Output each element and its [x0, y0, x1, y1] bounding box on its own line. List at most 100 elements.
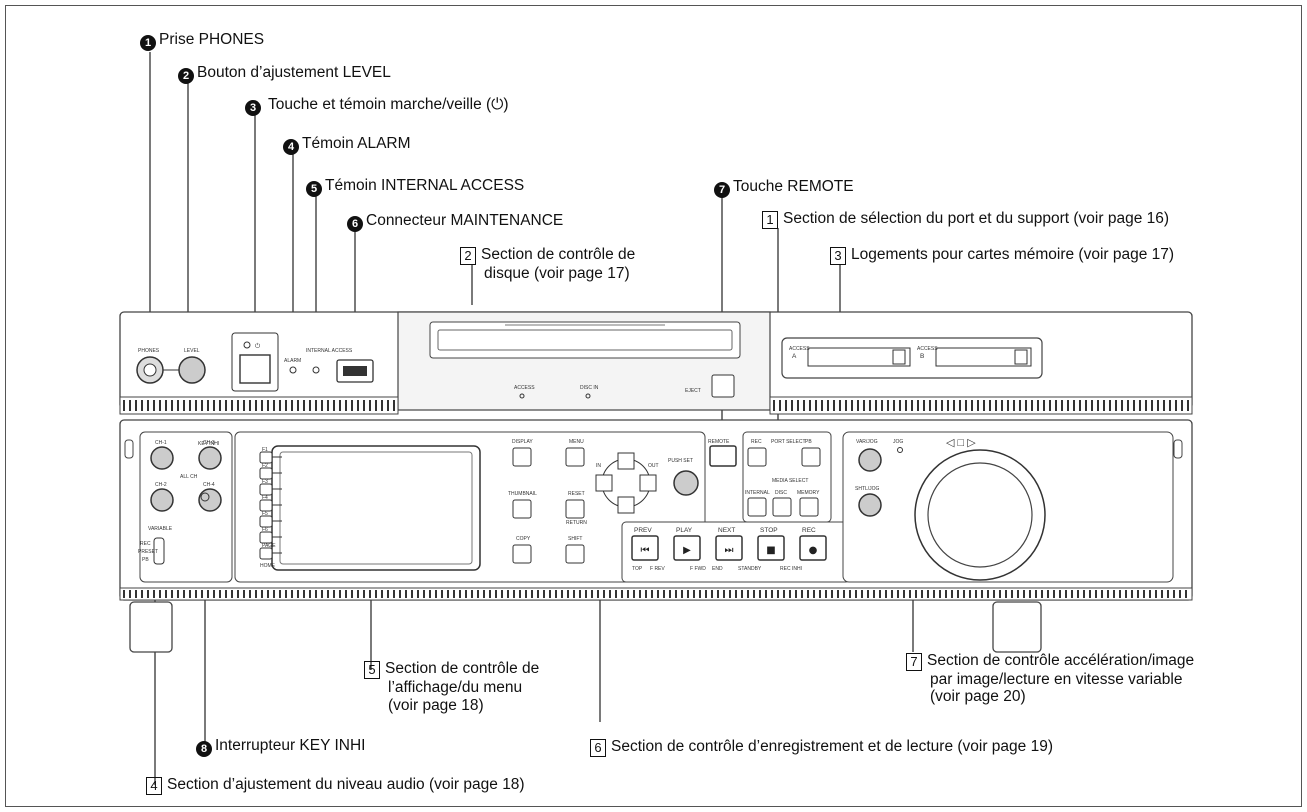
label-transport-sub-0: TOP — [632, 566, 643, 572]
label-ch4: CH-4 — [203, 482, 215, 488]
eject-button[interactable] — [711, 374, 735, 398]
prev-button[interactable] — [631, 535, 659, 561]
prev-icon: ⏮ — [641, 545, 650, 556]
label-variable: VARIABLE — [148, 526, 173, 532]
label-thumbnail: THUMBNAIL — [508, 491, 537, 497]
label-port-rec: REC — [751, 439, 762, 445]
port-rec-button[interactable] — [747, 447, 767, 467]
label-transport-sub-4: STANDBY — [738, 566, 762, 572]
power-button[interactable] — [239, 354, 271, 384]
shift-button[interactable] — [565, 544, 585, 564]
label-display: DISPLAY — [512, 439, 533, 445]
remote-button[interactable] — [709, 445, 737, 467]
fkey-f3-button[interactable] — [259, 483, 273, 496]
label-slot-a: A — [792, 353, 797, 360]
disc-button[interactable] — [772, 497, 792, 517]
play-icon: ▶ — [683, 545, 691, 556]
label-phones: PHONES — [138, 348, 160, 354]
rec-icon: ● — [809, 545, 818, 556]
label-f1: F1 — [262, 447, 268, 453]
label-ch2: CH-2 — [155, 482, 167, 488]
label-return: RETURN — [566, 520, 587, 526]
fkey-page-button[interactable] — [259, 547, 273, 560]
label-prev: PREV — [634, 527, 652, 534]
label-menu: MENU — [569, 439, 584, 445]
reset-button[interactable] — [565, 499, 585, 519]
label-jog: JOG — [893, 439, 903, 445]
label-all-ch: ALL CH — [180, 474, 198, 480]
label-transport-sub-5: REC INHI — [780, 566, 802, 572]
next-icon: ⏭ — [725, 545, 734, 556]
label-transport-sub-3: END — [712, 566, 723, 572]
chassis-top: PHONES LEVEL ⏻ ALARM INTERNAL ACCESS ACC… — [119, 311, 1193, 411]
label-internal: INTERNAL — [745, 490, 770, 496]
fkey-f4-button[interactable] — [259, 499, 273, 512]
vent-top — [119, 396, 1193, 415]
thumbnail-button[interactable] — [512, 499, 532, 519]
label-remote: REMOTE — [708, 439, 730, 445]
label-ch3: CH-3 — [203, 440, 215, 446]
stop-icon: ■ — [766, 545, 775, 556]
stop-button[interactable] — [757, 535, 785, 561]
label-disc: DISC — [775, 490, 787, 496]
display-button[interactable] — [512, 447, 532, 467]
label-f2: F2 — [262, 463, 268, 469]
label-port-pb: PB — [805, 439, 812, 445]
rec-button[interactable] — [799, 535, 827, 561]
label-disc-in: DISC IN — [580, 385, 599, 391]
copy-button[interactable] — [512, 544, 532, 564]
label-push-set: PUSH SET — [668, 458, 693, 464]
port-pb-button[interactable] — [801, 447, 821, 467]
label-f4: F4 — [262, 495, 268, 501]
label-key-inhi: KEY INHI — [198, 441, 219, 447]
fkey-f6-button[interactable] — [259, 531, 273, 544]
audio-section: CH-1 CH-3 CH-2 CH-4 ALL CH VARIABLE REC … — [138, 431, 233, 583]
left-arrow-button[interactable] — [595, 474, 613, 492]
jog-section: VAR/JOG JOG SHTL/JOG ◁ □ ▷ — [842, 431, 1174, 583]
label-in: IN — [596, 463, 601, 469]
menu-button[interactable] — [565, 447, 585, 467]
label-ch1: CH-1 — [155, 440, 167, 446]
port-media-section: REMOTE REC PORT SELECT PB MEDIA SELECT I… — [708, 431, 832, 523]
fkey-f2-button[interactable] — [259, 467, 273, 480]
label-access-a: ACCESS — [789, 346, 810, 352]
internal-button[interactable] — [747, 497, 767, 517]
memory-slot-b[interactable] — [935, 347, 1032, 367]
label-slot-b: B — [920, 353, 924, 360]
shtl-jog-knob[interactable] — [858, 493, 882, 517]
label-eject: EJECT — [685, 388, 701, 394]
push-set-knob[interactable] — [673, 470, 699, 496]
right-arrow-button[interactable] — [639, 474, 657, 492]
svg-text:⏻: ⏻ — [255, 343, 260, 350]
memory-slot-a[interactable] — [807, 347, 911, 367]
label-rec: REC — [802, 527, 816, 534]
label-copy: COPY — [516, 536, 531, 542]
label-page: PAGE — [262, 543, 276, 549]
fkey-f5-button[interactable] — [259, 515, 273, 528]
next-button[interactable] — [715, 535, 743, 561]
label-memory: MEMORY — [797, 490, 820, 496]
label-var-jog: VAR/JOG — [856, 439, 878, 445]
down-arrow-button[interactable] — [617, 496, 635, 514]
label-stop: STOP — [760, 527, 778, 534]
up-arrow-button[interactable] — [617, 452, 635, 470]
label-play: PLAY — [676, 527, 693, 534]
var-jog-knob[interactable] — [858, 448, 882, 472]
label-preset: PRESET — [138, 549, 158, 555]
play-button[interactable] — [673, 535, 701, 561]
label-reset: RESET — [568, 491, 585, 497]
label-shtl-jog: SHTL/JOG — [855, 486, 880, 492]
label-home: HOME — [260, 563, 276, 569]
memory-button[interactable] — [799, 497, 819, 517]
fkey-f1-button[interactable] — [259, 451, 273, 464]
svg-text:◁ □ ▷: ◁ □ ▷ — [946, 437, 976, 449]
label-port-select: PORT SELECT — [771, 439, 806, 445]
